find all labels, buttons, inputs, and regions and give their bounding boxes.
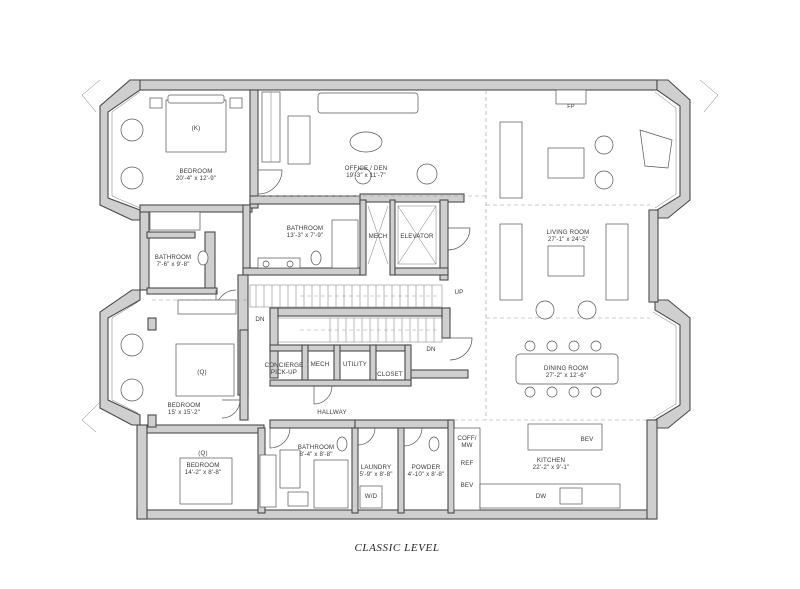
bathroom-bottom-name: BATHROOM <box>298 444 335 451</box>
coffee-line1: COFF/ <box>457 435 476 442</box>
mech-top-label: MECH <box>369 233 388 240</box>
bathroom-bottom-dims: 8'-4" x 8'-8" <box>299 451 332 458</box>
living-room-name: LIVING ROOM <box>547 229 590 236</box>
hallway-label: HALLWAY <box>317 409 346 416</box>
stairs <box>249 284 443 343</box>
bedroom-bottom-dims: 14'-2" x 8'-8" <box>185 469 222 476</box>
bed-size-primary: (K) <box>192 125 201 132</box>
open-plan-lines <box>152 90 650 421</box>
bev-island-label: BEV <box>581 436 595 443</box>
kitchen-name: KITCHEN <box>537 457 565 464</box>
stair-up-label: UP <box>455 289 464 296</box>
bedroom-mid-name: BEDROOM <box>167 402 200 409</box>
plan-title: CLASSIC LEVEL <box>354 542 439 554</box>
living-room-dims: 27'-1" x 24'-5" <box>548 236 588 243</box>
bathroom-center-dims: 13'-3" x 7'-9" <box>287 232 324 239</box>
dining-room-dims: 27'-2" x 12'-6" <box>546 372 586 379</box>
bed-size-mid: (Q) <box>197 369 206 376</box>
laundry-dims: 5'-9" x 8'-8" <box>359 471 392 478</box>
bathroom-center-name: BATHROOM <box>287 225 324 232</box>
coffee-line2: MW <box>461 442 472 449</box>
dining-room-name: DINING ROOM <box>544 365 588 372</box>
powder-dims: 4'-10" x 8'-8" <box>408 471 445 478</box>
bedroom-bottom-name: BEDROOM <box>186 462 219 469</box>
fireplace-label: FP <box>567 104 575 110</box>
bedroom-mid-dims: 15' x 15'-2" <box>168 409 200 416</box>
bed-size-bottom: (Q) <box>198 450 207 457</box>
elevator-label: ELEVATOR <box>400 233 434 240</box>
bedroom-primary-name: BEDROOM <box>179 168 212 175</box>
bathroom-left-name: BATHROOM <box>155 254 192 261</box>
mech-mid-label: MECH <box>311 361 330 368</box>
closet-label: CLOSET <box>377 371 403 378</box>
stair-dn-left-label: DN <box>255 316 264 323</box>
bev-left-label: BEV <box>461 482 475 489</box>
ref-label: REF <box>461 460 474 467</box>
concierge-line2: PICK-UP <box>271 369 297 376</box>
concierge-line1: CONCIERGE <box>265 362 304 369</box>
bay-windows <box>81 79 719 433</box>
bathroom-left-dims: 7'-6" x 9'-8" <box>156 261 189 268</box>
interior-walls <box>139 89 469 514</box>
washer-dryer-label: W/D <box>365 493 378 500</box>
stair-dn-right-label: DN <box>426 346 435 353</box>
room-labels: (K) BEDROOM 20'-4" x 12'-9" OFFICE / DEN… <box>155 104 594 554</box>
bedroom-primary-dims: 20'-4" x 12'-9" <box>176 175 216 182</box>
office-dims: 19'-3" x 11'-7" <box>346 172 386 179</box>
furniture <box>120 89 673 511</box>
exterior-walls <box>99 79 691 520</box>
powder-name: POWDER <box>412 464 441 471</box>
laundry-name: LAUNDRY <box>361 464 392 471</box>
kitchen-dims: 22'-2" x 9'-1" <box>533 464 570 471</box>
office-name: OFFICE / DEN <box>345 165 388 172</box>
utility-label: UTILITY <box>343 361 367 368</box>
dishwasher-label: DW <box>536 493 547 500</box>
